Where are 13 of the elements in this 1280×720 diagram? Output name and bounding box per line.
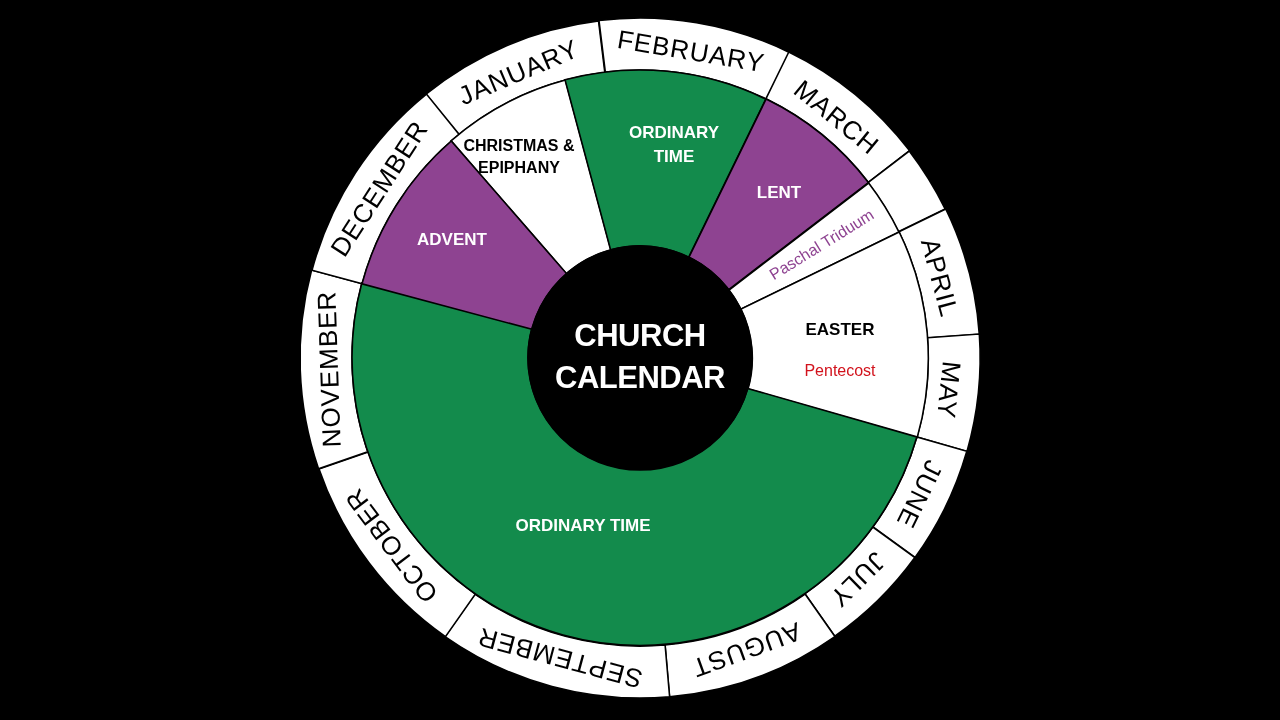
month-label: FEBRUARY	[615, 25, 768, 80]
season-label: ORDINARY TIME	[515, 516, 651, 536]
month-label: JUNE	[889, 455, 948, 533]
month-label: MAY	[930, 360, 967, 421]
center-label: CHURCH CALENDAR	[554, 317, 726, 397]
feast-label: Pentecost	[804, 361, 876, 381]
month-label: APRIL	[914, 235, 965, 321]
season-label: CHRISTMAS & EPIPHANY	[462, 136, 576, 178]
season-label: ORDINARY TIME	[627, 122, 720, 168]
center-circle	[526, 244, 754, 472]
season-label: EASTER	[805, 320, 875, 340]
season-label: LENT	[756, 183, 802, 203]
month-label: NOVEMBER	[312, 289, 348, 448]
